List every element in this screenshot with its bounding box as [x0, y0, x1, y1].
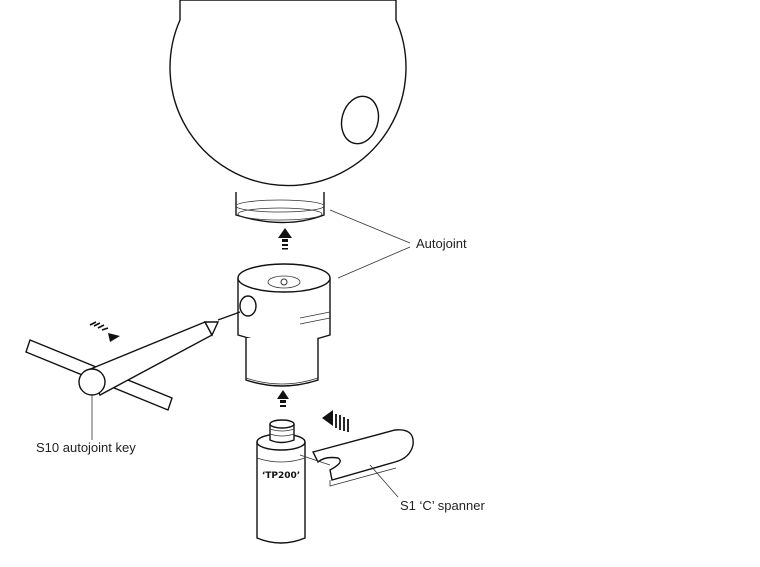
autojoint-leader — [329, 209, 411, 279]
spanner-leader — [369, 464, 399, 498]
arrow-rotate-icon — [89, 321, 120, 342]
key-label: S10 autojoint key — [36, 440, 136, 455]
arrow-left-icon — [322, 410, 349, 432]
arrow-up-icon — [277, 390, 289, 407]
key-insert-line — [217, 311, 241, 321]
tp200-probe: ‘TP200’ — [256, 419, 306, 544]
autojoint-label: Autojoint — [416, 236, 467, 251]
probe-head — [169, 0, 407, 224]
c-spanner — [299, 429, 414, 487]
tp200-label: ‘TP200’ — [262, 471, 300, 481]
arrow-up-icon — [278, 228, 292, 250]
s10-autojoint-key — [25, 321, 220, 411]
autojoint-body — [237, 263, 331, 387]
spanner-label: S1 ‘C’ spanner — [400, 498, 485, 513]
